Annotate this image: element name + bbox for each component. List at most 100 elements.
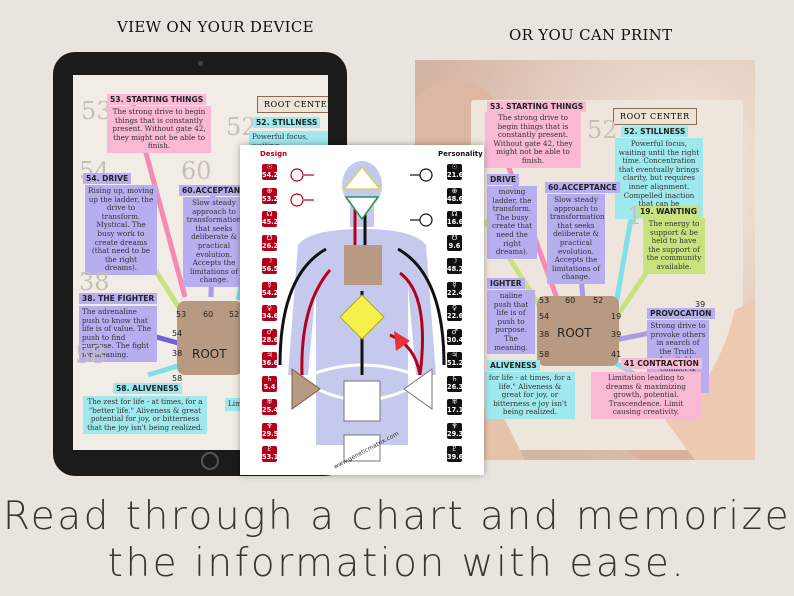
personality-gate-value: 17.1 [447, 406, 464, 414]
personality-planet-symbol-icon: ♇ [451, 445, 458, 453]
design-planet-symbol-icon: ♂ [266, 327, 273, 336]
card-38-body: The adrenaline push to know that life is… [79, 306, 157, 362]
design-gate-value: 53.1 [262, 453, 279, 461]
print-card-19-title: 19. WANTING [637, 206, 700, 217]
print-card-60-title: 60.ACCEPTANCE [545, 182, 620, 193]
personality-planet-badge: ♀22.6 [447, 304, 463, 321]
print-card-54-title: DRIVE [487, 174, 520, 185]
design-planet-symbol-icon: ☿ [267, 280, 272, 289]
print-root-gate-60: 60 [565, 296, 576, 305]
personality-gate-value: 30.4 [447, 335, 464, 344]
print-card-58-title: ALIVENESS [487, 360, 540, 371]
design-gate-value: 25.4 [262, 406, 279, 414]
personality-planet-badge: ☽48.2 [447, 257, 463, 274]
design-planet-symbol-icon: ♀ [266, 304, 273, 312]
design-planet-badge: ♀34.6 [262, 304, 278, 321]
personality-gate-value: 29.3 [447, 429, 464, 438]
design-planet-badge: ♇53.1 [262, 445, 279, 462]
personality-column-label: Personality [438, 150, 483, 158]
design-planet-badge: ☽56.5 [262, 257, 279, 274]
print-card-38-body: naline push that life is of push to purp… [487, 290, 535, 355]
print-root-gate-52: 52 [593, 296, 604, 305]
design-column-label: Design [260, 150, 288, 158]
card-52-title: 52. STILLNESS [253, 117, 321, 128]
design-gate-value: 53.2 [262, 194, 279, 203]
personality-planet-badge: ♃51.2 [447, 351, 464, 368]
bodygraph-chart-card: Design Personality [240, 145, 484, 475]
print-root-center-label: ROOT CENTER [613, 108, 697, 125]
design-gate-value: 56.5 [262, 265, 279, 273]
caption-line-1: Read through a chart and memorize [2, 494, 792, 539]
personality-gate-value: 16.6 [447, 218, 464, 226]
view-on-device-header: VIEW ON YOUR DEVICE [117, 18, 314, 36]
design-gate-value: 54.2 [262, 288, 279, 297]
design-planet-symbol-icon: ♃ [266, 351, 273, 359]
personality-planet-badge: ☿22.4 [447, 280, 464, 298]
design-planet-symbol-icon: ⊕ [266, 186, 273, 195]
personality-gate-value: 22.4 [447, 288, 464, 297]
personality-gate-value: 21.6 [447, 171, 464, 179]
personality-planet-symbol-icon: ♆ [451, 421, 458, 430]
design-gate-value: 29.5 [262, 429, 279, 438]
print-card-19-body: The energy to support & be held to have … [643, 218, 705, 274]
root-gate-58: 58 [172, 374, 183, 383]
root-label: ROOT [192, 347, 227, 361]
personality-planet-badge: ☋9.6 [447, 233, 462, 251]
personality-gate-value: 9.6 [448, 241, 461, 250]
print-gate-39-num: 39 [695, 300, 706, 309]
design-gate-value: 36.6 [262, 359, 279, 367]
print-card-41-title: 41 CONTRACTION [621, 358, 702, 369]
personality-planet-symbol-icon: ♀ [451, 304, 458, 312]
root-center-label: ROOT CENTER [257, 96, 328, 113]
design-planet-badge: ☿54.2 [262, 280, 279, 298]
print-root-gate-54: 54 [539, 312, 550, 321]
personality-gate-value: 26.3 [447, 382, 464, 391]
personality-planet-badge: ♄26.3 [447, 374, 464, 392]
personality-gate-value: 39.6 [447, 453, 464, 461]
big-number-38: 38 [79, 268, 110, 296]
personality-planet-symbol-icon: ⊕ [451, 186, 458, 195]
print-root-gate-58: 58 [539, 350, 550, 359]
personality-planet-symbol-icon: ☊ [451, 210, 458, 218]
card-53-body: The strong drive to begin things that is… [107, 106, 211, 153]
print-root-label: ROOT [557, 326, 592, 340]
big-number-53: 53 [81, 97, 112, 125]
print-card-41-body: Limitation leading to dreams & maximizin… [591, 372, 701, 419]
design-planet-badge: ♂28.6 [262, 327, 278, 345]
print-root-gate-19: 19 [611, 312, 622, 321]
print-big-number-52: 52 [587, 116, 618, 144]
root-gate-38: 38 [172, 349, 183, 358]
card-58-body: The zest for life - at times, for a "bet… [83, 396, 207, 435]
personality-planet-badge: ☉21.6 [447, 163, 464, 180]
personality-planet-symbol-icon: ☿ [452, 280, 457, 289]
print-root-gate-38: 38 [539, 330, 550, 339]
design-planet-symbol-icon: ♆ [266, 421, 273, 430]
print-card-58-body: for life - at times, for a life." Aliven… [485, 372, 575, 419]
print-card-39-title: PROVOCATION [647, 308, 715, 319]
card-60-title: 60.ACCEPTANCE [179, 185, 254, 196]
personality-planet-badge: ♂30.4 [447, 327, 464, 345]
personality-gate-value: 48.6 [447, 194, 464, 203]
root-gate-53: 53 [176, 310, 187, 319]
design-planet-badge: ♄5.4 [262, 375, 277, 392]
print-header: OR YOU CAN PRINT [509, 26, 673, 44]
print-card-54-body: moving ladder, the transform. The busy c… [487, 186, 537, 259]
print-card-53-title: 53. STARTING THINGS [487, 101, 587, 112]
personality-planet-symbol-icon: ☋ [451, 233, 458, 242]
personality-planet-symbol-icon: ♃ [451, 351, 458, 359]
personality-planet-badge: ☊16.6 [447, 210, 464, 227]
big-number-58: 58 [75, 341, 106, 369]
print-card-52-title: 52. STILLNESS [621, 126, 689, 137]
card-54-body: Rising up, moving up the ladder, the dri… [85, 185, 157, 275]
personality-planet-symbol-icon: ♄ [451, 374, 458, 383]
design-planet-badge: ⊕53.2 [262, 186, 279, 204]
design-planet-badge: ☊45.2 [262, 210, 279, 227]
card-38-title: 38. THE FIGHTER [79, 293, 158, 304]
personality-planet-symbol-icon: ♂ [451, 327, 458, 336]
design-gate-value: 45.2 [262, 218, 279, 226]
print-root-gate-39: 39 [611, 330, 622, 339]
print-root-gate-53: 53 [539, 296, 550, 305]
personality-gate-value: 51.2 [447, 359, 464, 367]
design-planet-badge: ♅25.4 [262, 398, 279, 415]
design-planet-symbol-icon: ☽ [266, 257, 273, 265]
